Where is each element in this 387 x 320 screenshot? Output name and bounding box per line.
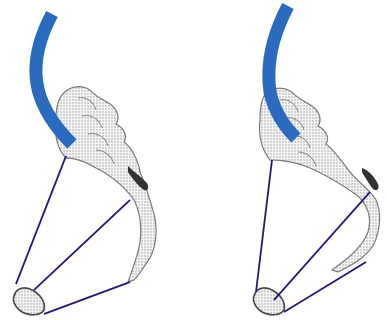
- left-panel: [13, 14, 156, 315]
- right-coccyx: [253, 288, 284, 315]
- left-line-2: [34, 200, 130, 290]
- right-line-2: [274, 192, 370, 300]
- right-line-3: [284, 262, 366, 312]
- left-line-3: [44, 282, 130, 314]
- right-line-1: [256, 160, 272, 292]
- left-line-1: [16, 156, 66, 284]
- left-coccyx: [13, 288, 44, 315]
- right-panel: [253, 6, 379, 315]
